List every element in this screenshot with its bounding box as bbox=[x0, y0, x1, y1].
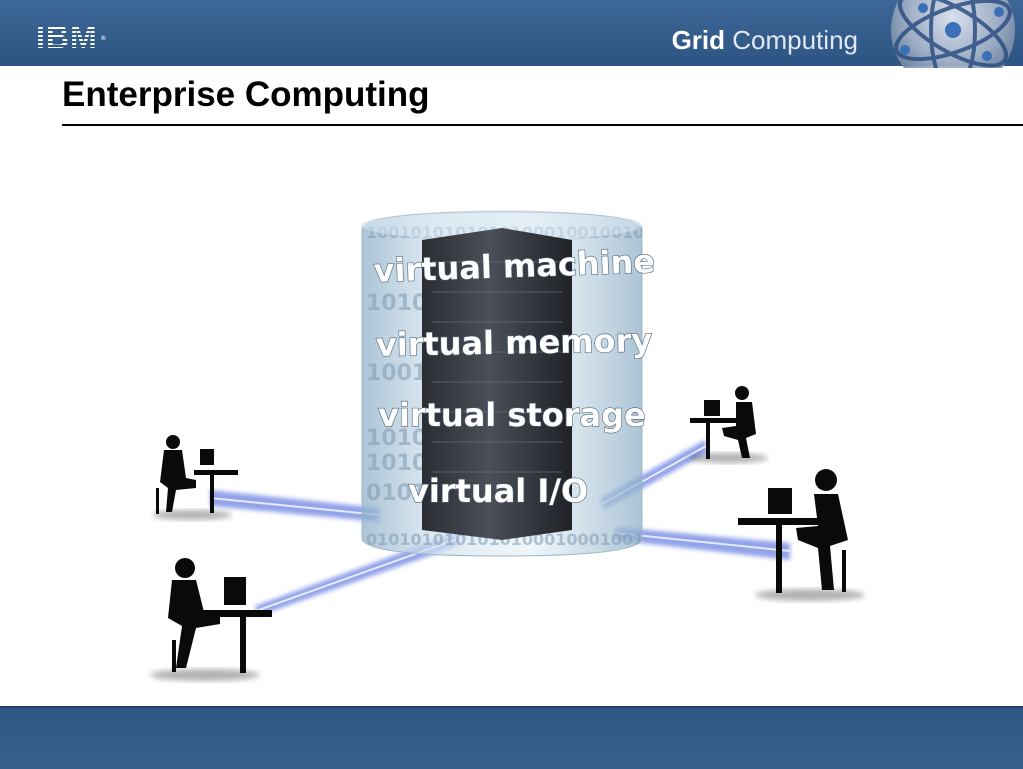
page-title: Enterprise Computing bbox=[62, 75, 430, 114]
label-virtual-memory: virtual memory bbox=[375, 321, 652, 364]
brand-bold: Grid bbox=[671, 25, 726, 55]
user-right-bottom-icon bbox=[738, 469, 865, 601]
network-beams bbox=[209, 440, 791, 616]
enterprise-diagram: 1001010101010100010010010 101010 101010 … bbox=[150, 210, 865, 681]
virtualization-cylinder: 1001010101010100010010010 101010 101010 … bbox=[361, 210, 643, 557]
server-rack bbox=[422, 228, 572, 540]
grid-computing-title: Grid Computing bbox=[672, 25, 858, 55]
grid-globe-icon bbox=[875, 0, 1023, 68]
user-right-top-icon bbox=[688, 386, 768, 463]
ibm-logo: IBM® bbox=[36, 19, 106, 55]
brand-light: Computing bbox=[732, 25, 858, 55]
user-workstations bbox=[150, 386, 865, 681]
label-virtual-storage: virtual storage bbox=[378, 396, 646, 434]
label-virtual-io: virtual I/O bbox=[408, 472, 588, 510]
header-bar: IBM® Grid Computing bbox=[0, 0, 1023, 68]
user-left-bottom-icon bbox=[150, 558, 272, 681]
footer-bar bbox=[0, 706, 1023, 769]
user-left-top-icon bbox=[152, 435, 238, 520]
title-divider bbox=[62, 124, 1023, 126]
